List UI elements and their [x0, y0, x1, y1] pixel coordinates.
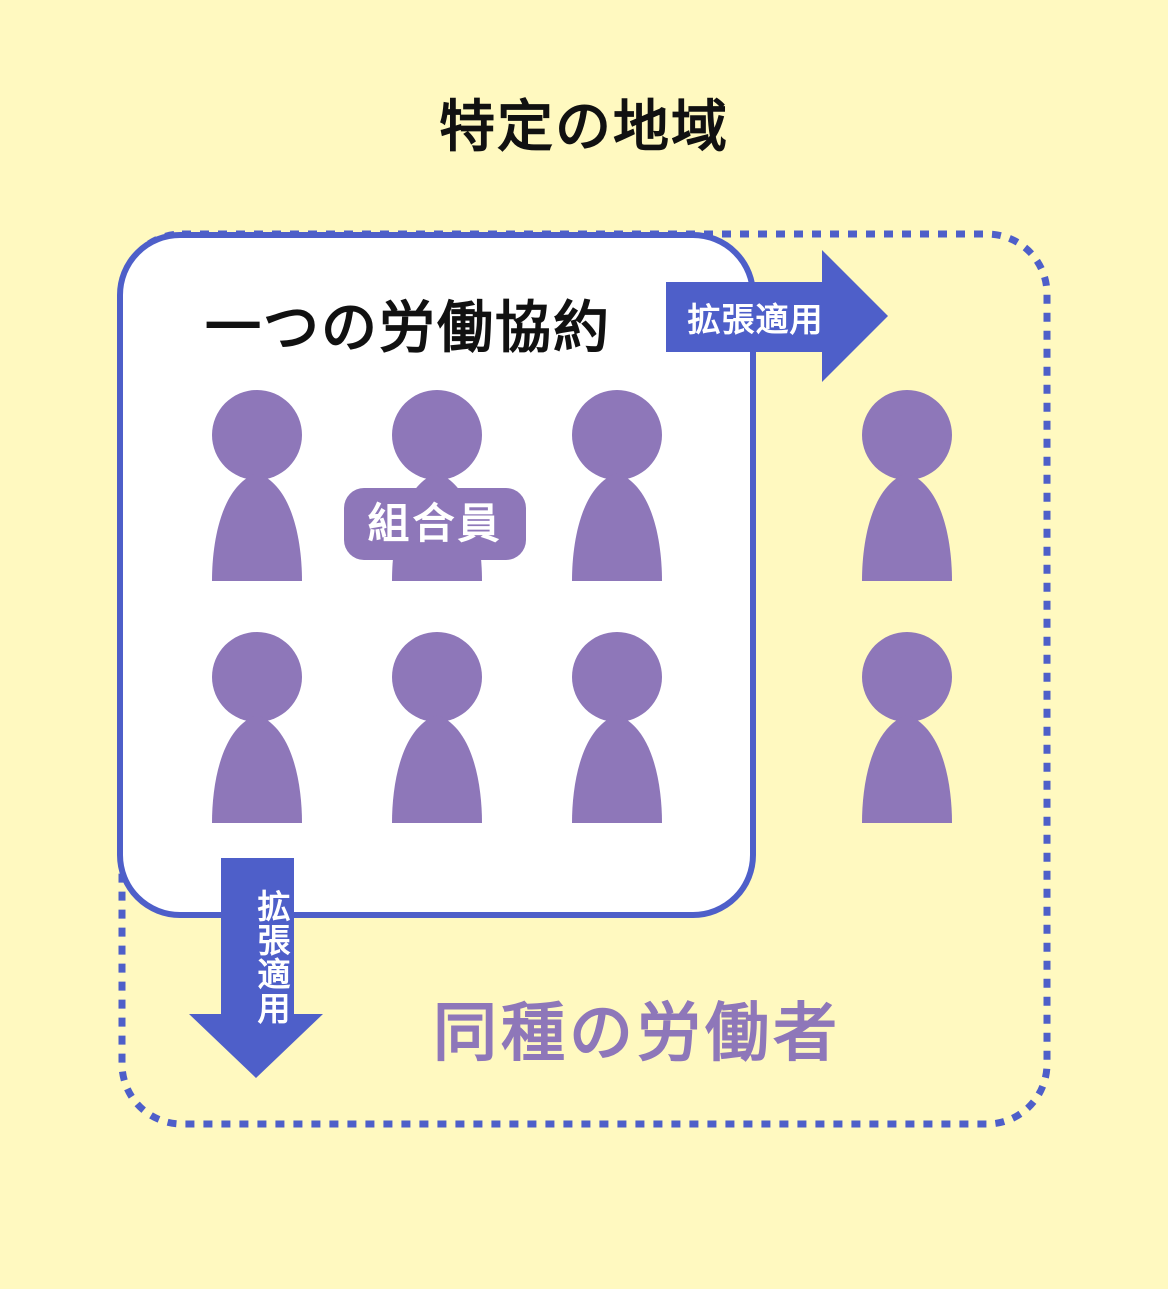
extension-label-down: 拡張適用 — [252, 889, 291, 1025]
same-type-workers-label: 同種の労働者 — [433, 997, 841, 1071]
arrow-right-icon — [666, 250, 888, 382]
extension-label-right: 拡張適用 — [687, 300, 824, 339]
region-title: 特定の地域 — [439, 95, 729, 160]
person-icon — [862, 632, 952, 823]
person-icon — [862, 390, 952, 581]
arrow-down-icon — [189, 858, 323, 1078]
agreement-title: 一つの労働協約 — [205, 296, 611, 361]
members-badge: 組合員 — [344, 488, 526, 560]
